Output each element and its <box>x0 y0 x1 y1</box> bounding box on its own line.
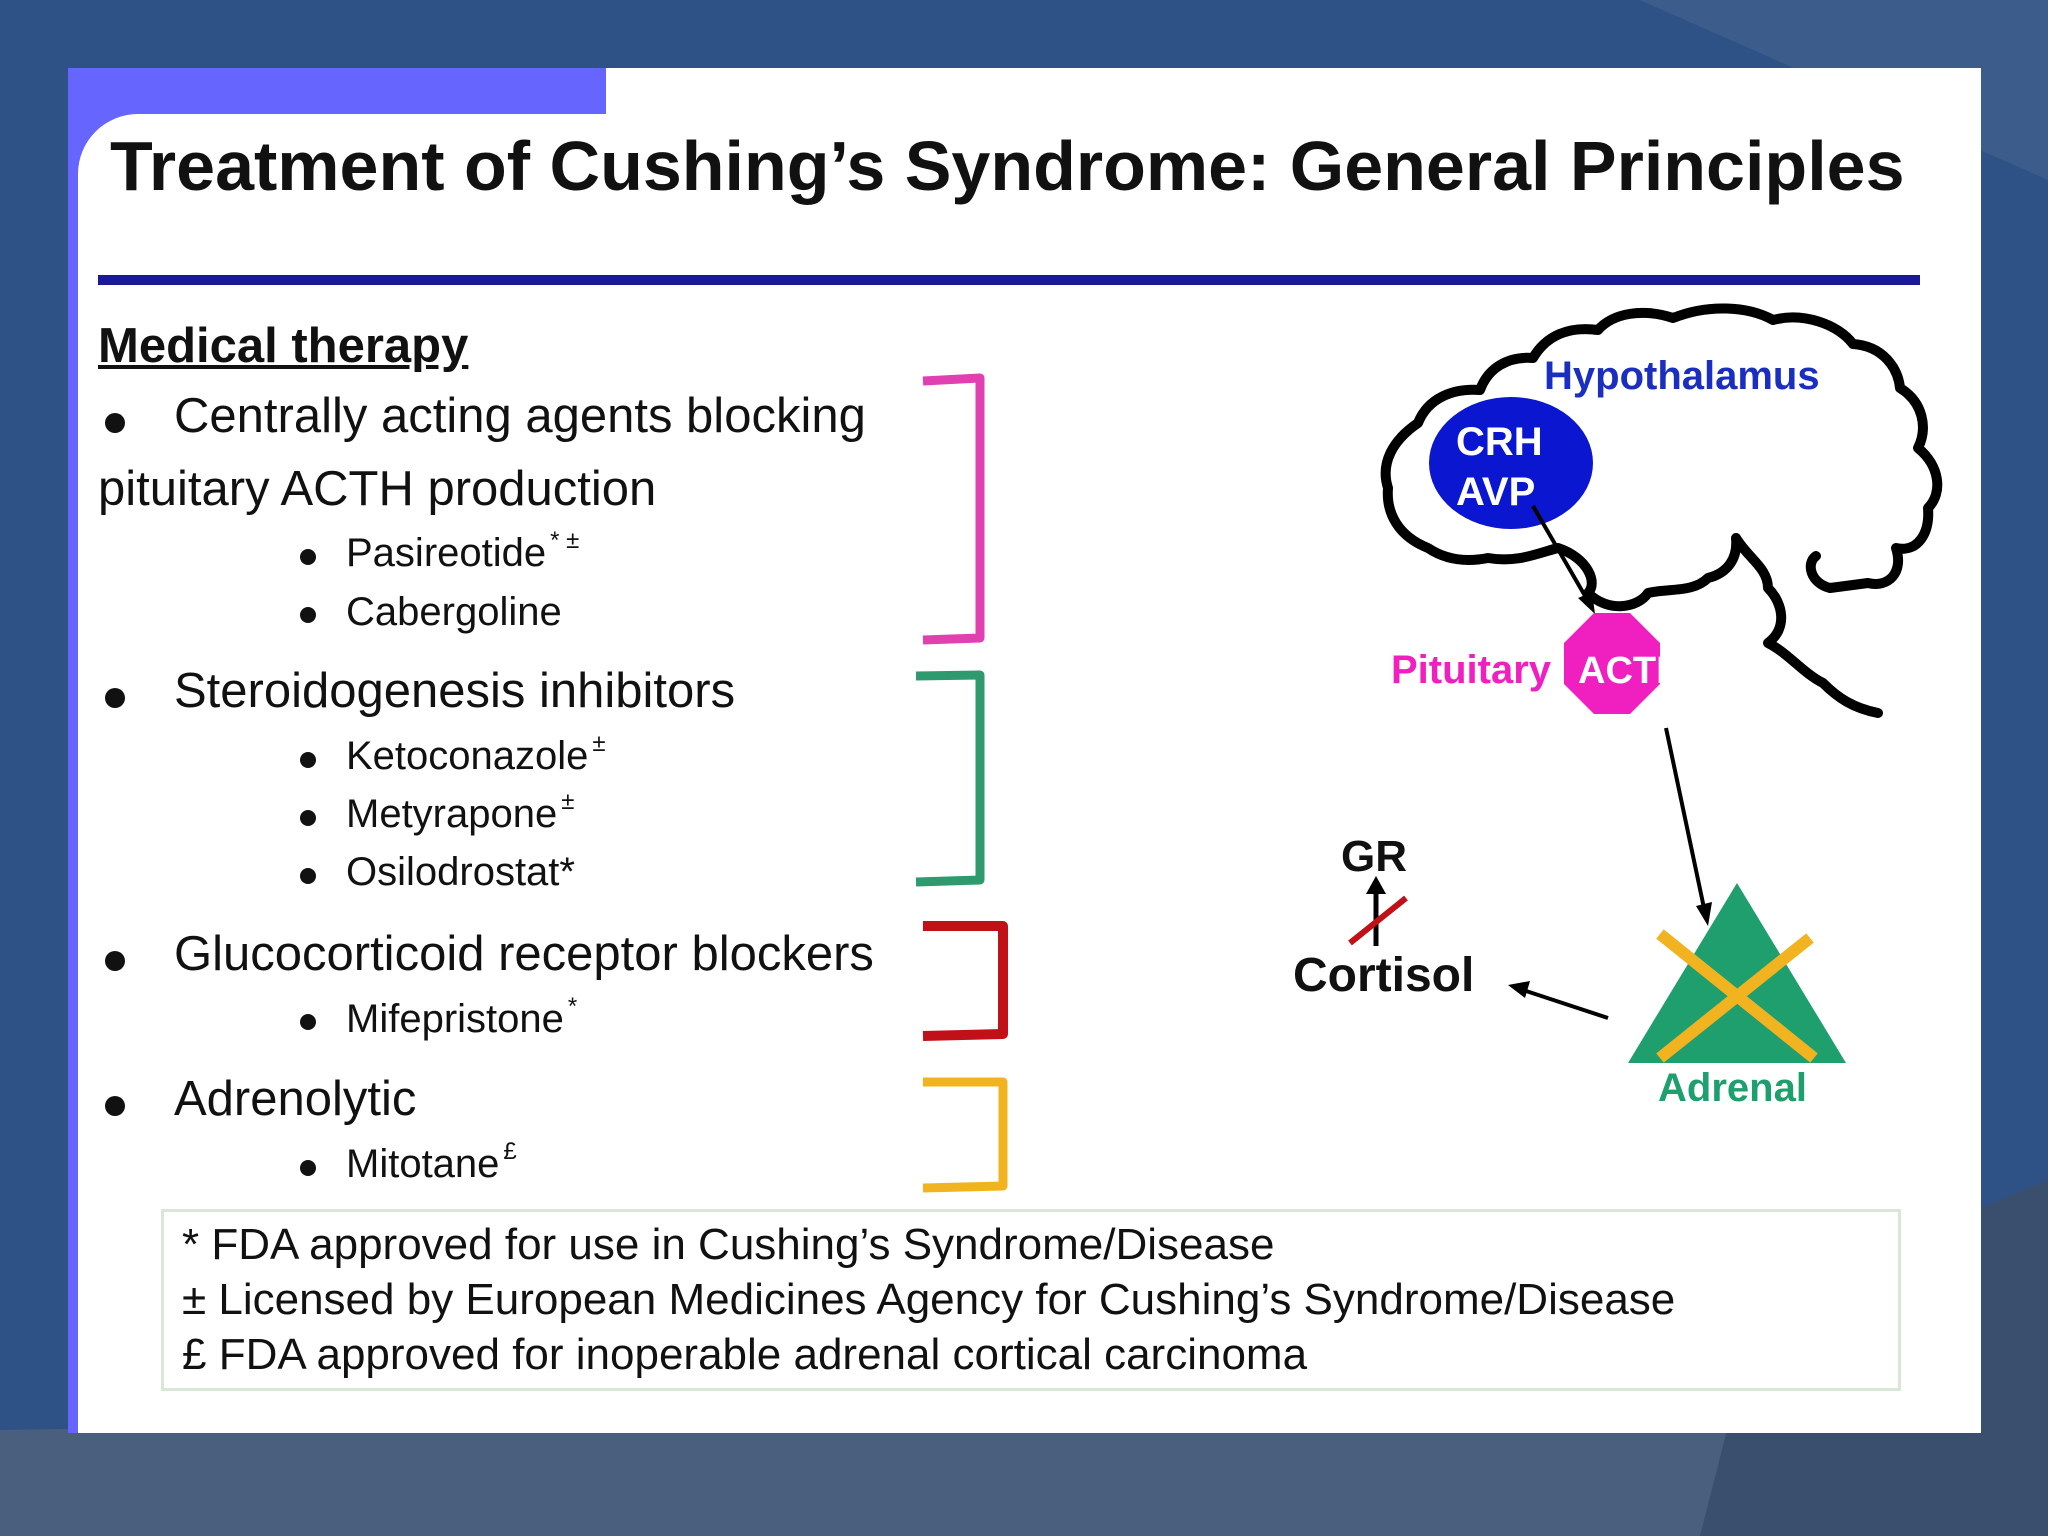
sub-bullet-dot <box>300 810 316 826</box>
arrowhead-icon <box>1508 981 1530 998</box>
drug-mifepristone: Mifepristone* <box>346 993 578 1041</box>
group-1-label-line2: pituitary ACTH production <box>98 462 657 516</box>
footnote-box: * FDA approved for use in Cushing’s Synd… <box>161 1209 1901 1391</box>
crh-label: CRH <box>1456 420 1543 464</box>
adrenal-triangle <box>1628 883 1846 1063</box>
drug-cabergoline: Cabergoline <box>346 590 562 634</box>
footnote-ema: ± Licensed by European Medicines Agency … <box>182 1275 1676 1324</box>
slide: Treatment of Cushing’s Syndrome: General… <box>68 68 1981 1433</box>
drug-metyrapone: Metyrapone± <box>346 788 575 836</box>
bullet-dot <box>105 951 125 971</box>
pituitary-label: Pituitary <box>1391 648 1552 692</box>
footnote-fda: * FDA approved for use in Cushing’s Synd… <box>182 1220 1275 1269</box>
title-underline-rule <box>98 275 1920 285</box>
sub-bullet-dot <box>300 868 316 884</box>
footnote-carcinoma: £ FDA approved for inoperable adrenal co… <box>182 1330 1308 1379</box>
sub-bullet-dot <box>300 1014 316 1030</box>
bullet-dot <box>105 688 125 708</box>
drug-mitotane: Mitotane£ <box>346 1138 517 1186</box>
section-heading: Medical therapy <box>98 319 469 373</box>
left-accent-edge <box>68 114 78 1433</box>
arrowhead-icon <box>1696 902 1712 926</box>
sub-bullet-dot <box>300 752 316 768</box>
group-2-label: Steroidogenesis inhibitors <box>174 664 736 718</box>
group-3-label: Glucocorticoid receptor blockers <box>174 927 874 981</box>
sub-bullet-dot <box>300 607 316 623</box>
title-accent-bar <box>68 68 606 114</box>
drug-ketoconazole: Ketoconazole± <box>346 730 606 778</box>
gr-label: GR <box>1341 832 1407 881</box>
hypothalamus-label: Hypothalamus <box>1544 354 1820 398</box>
bracket-group-2 <box>915 670 985 887</box>
group-1-label-line1: Centrally acting agents blocking <box>174 389 866 443</box>
bracket-group-3 <box>922 921 1008 1041</box>
drug-pasireotide: Pasireotide* ± <box>346 527 580 575</box>
block-cross-icon <box>1656 933 1814 1063</box>
cortisol-label: Cortisol <box>1293 949 1475 1002</box>
corner-decoration <box>78 114 138 174</box>
sub-bullet-dot <box>300 549 316 565</box>
drug-osilodrostat: Osilodrostat* <box>346 850 575 894</box>
adrenal-label: Adrenal <box>1658 1066 1807 1110</box>
avp-label: AVP <box>1456 470 1536 514</box>
bullet-dot <box>105 413 125 433</box>
bracket-group-1 <box>922 373 985 645</box>
acth-label: ACTH <box>1578 650 1684 692</box>
bullet-dot <box>105 1096 125 1116</box>
group-4-label: Adrenolytic <box>174 1072 417 1126</box>
blocked-mark-icon <box>1348 895 1408 946</box>
sub-bullet-dot <box>300 1160 316 1176</box>
arrowhead-icon <box>1578 592 1595 614</box>
slide-title: Treatment of Cushing’s Syndrome: General… <box>110 127 1905 205</box>
block-cross-icon <box>1656 929 1818 1063</box>
bracket-group-4 <box>922 1077 1008 1193</box>
